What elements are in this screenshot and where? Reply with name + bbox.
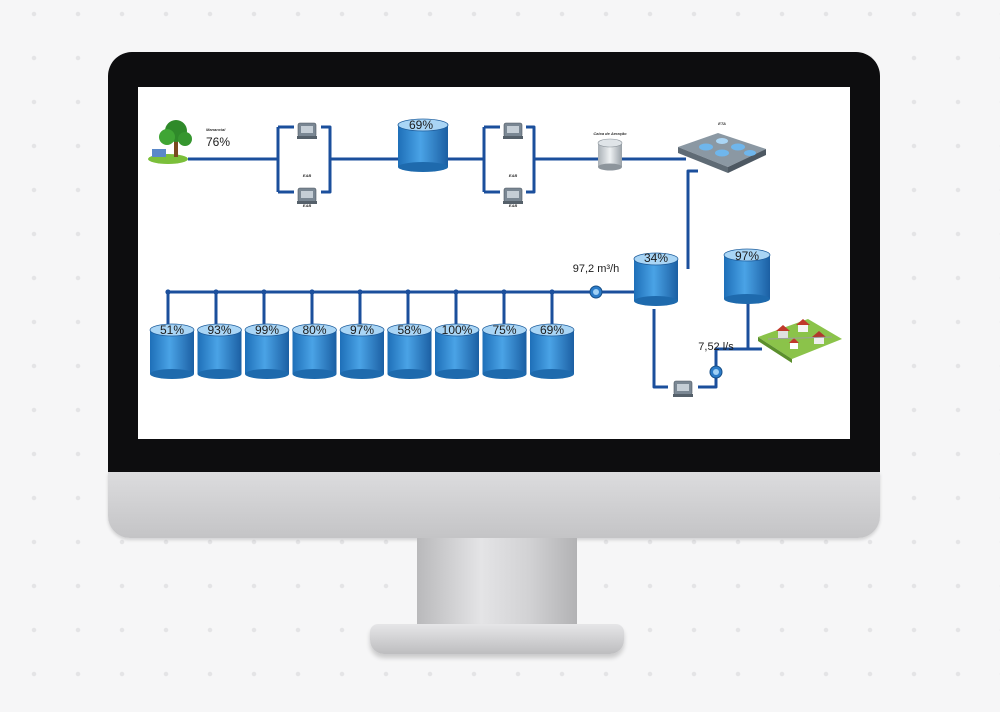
distribution-reservoir-level: 75% <box>492 323 517 337</box>
distribution-reservoir[interactable] <box>434 323 480 379</box>
distribution-reservoir[interactable] <box>387 323 432 379</box>
treatment-plant-label: ETA <box>718 121 726 126</box>
flow-meter-icon[interactable] <box>589 285 603 299</box>
distribution-reservoir[interactable] <box>197 323 242 379</box>
aeration-box-label: Caixa de Aeração <box>593 131 627 136</box>
source-label: Manancial <box>206 127 226 132</box>
flow-secondary-value: 7,52 l/s <box>698 341 734 353</box>
distribution-reservoirs <box>149 323 575 379</box>
distribution-reservoir-level: 97% <box>349 323 375 337</box>
distribution-reservoir-level: 99% <box>254 323 280 337</box>
distribution-reservoir-level: 80% <box>302 323 327 337</box>
scada-diagram <box>148 118 842 398</box>
tree-icon <box>148 120 192 164</box>
treatment-plant-icon[interactable] <box>678 133 766 173</box>
reservoir-main-level: 69% <box>408 118 434 132</box>
distribution-reservoir[interactable] <box>292 323 337 379</box>
distribution-reservoir[interactable] <box>149 323 195 379</box>
pipe-joints <box>165 289 555 295</box>
monitor-stand-neck <box>417 538 577 626</box>
pump-station-2-bottom-label: EAB <box>508 203 518 208</box>
flow-meter-icon[interactable] <box>709 365 723 379</box>
distribution-reservoir[interactable] <box>529 323 575 379</box>
reservoir-treated-level: 34% <box>643 251 669 265</box>
distribution-reservoir-level: 100% <box>441 323 473 337</box>
monitor-chin <box>108 472 880 538</box>
aeration-box-icon[interactable] <box>597 138 623 171</box>
neighborhood-icon <box>758 319 842 363</box>
reservoir-high[interactable] <box>723 248 771 304</box>
scada-screen: Manancial 76% EAB EAB 69% EAB EAB Caixa … <box>138 87 850 439</box>
monitor-stand-foot <box>370 624 624 654</box>
distribution-reservoir[interactable] <box>244 323 290 379</box>
pump-station-icon[interactable] <box>672 380 694 398</box>
distribution-reservoir[interactable] <box>482 323 527 379</box>
reservoir-high-level: 97% <box>734 249 760 263</box>
distribution-reservoir[interactable] <box>339 323 385 379</box>
reservoir-treated[interactable] <box>633 252 679 306</box>
distribution-reservoir-level: 51% <box>159 323 185 337</box>
distribution-reservoir-level: 93% <box>207 323 232 337</box>
reservoir-main[interactable] <box>397 118 449 172</box>
pump-station-icon[interactable] <box>296 122 318 205</box>
pump-station-icon[interactable] <box>502 122 524 205</box>
pump-station-1-top-label: EAB <box>302 173 312 178</box>
source-level: 76% <box>206 135 231 149</box>
distribution-reservoir-level: 69% <box>539 323 565 337</box>
pump-station-1-bottom-label: EAB <box>302 203 312 208</box>
pump-station-2-top-label: EAB <box>508 173 518 178</box>
distribution-reservoir-level: 58% <box>397 323 422 337</box>
flow-main-value: 97,2 m³/h <box>572 263 620 275</box>
